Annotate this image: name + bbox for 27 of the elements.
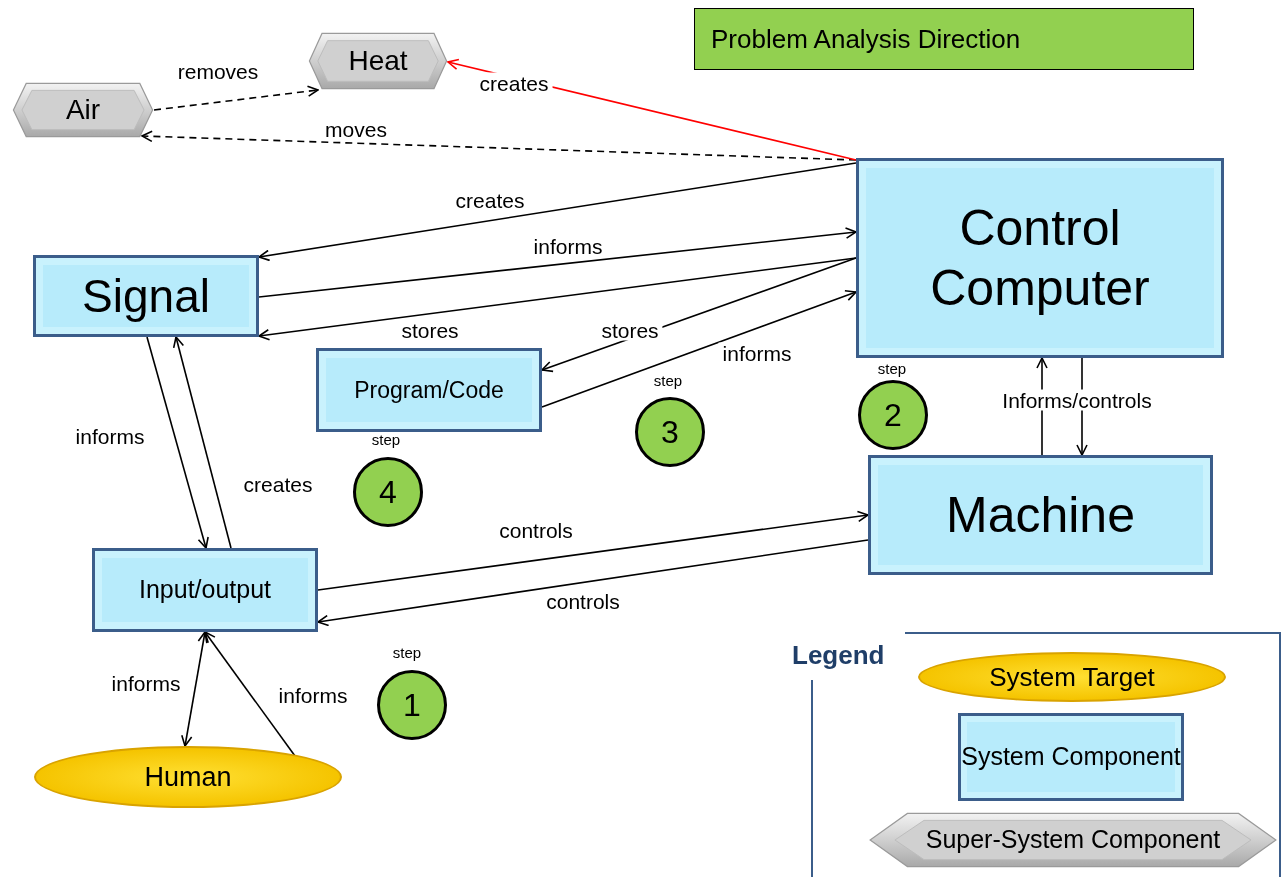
component-box: Signal — [33, 255, 259, 337]
step-caption: step — [392, 642, 422, 663]
arrow — [541, 289, 857, 408]
component-box: Program/Code — [316, 348, 542, 432]
component-box: Control Computer — [856, 158, 1224, 358]
hexagon-node: Heat — [308, 32, 448, 90]
target-ellipse: Human — [34, 746, 342, 808]
step-caption: step — [371, 429, 401, 450]
arrow — [258, 162, 857, 262]
legend-box: System Component — [958, 713, 1184, 801]
arrow — [317, 510, 869, 591]
arrow — [146, 336, 209, 549]
arrow — [258, 227, 857, 298]
title-box: Problem Analysis Direction — [694, 8, 1194, 70]
arrow — [141, 130, 857, 161]
arrow — [181, 631, 209, 747]
component-box: Machine — [868, 455, 1213, 575]
arrow — [172, 336, 232, 549]
legend-heading: Legend — [792, 639, 885, 672]
legend-ellipse: System Target — [918, 652, 1226, 702]
arrow — [204, 631, 296, 757]
arrow — [258, 257, 857, 341]
step-caption: step — [877, 358, 907, 379]
component-box: Input/output — [92, 548, 318, 632]
step-caption: step — [653, 370, 683, 391]
hexagon-node: Air — [12, 82, 154, 138]
arrow — [153, 85, 319, 111]
